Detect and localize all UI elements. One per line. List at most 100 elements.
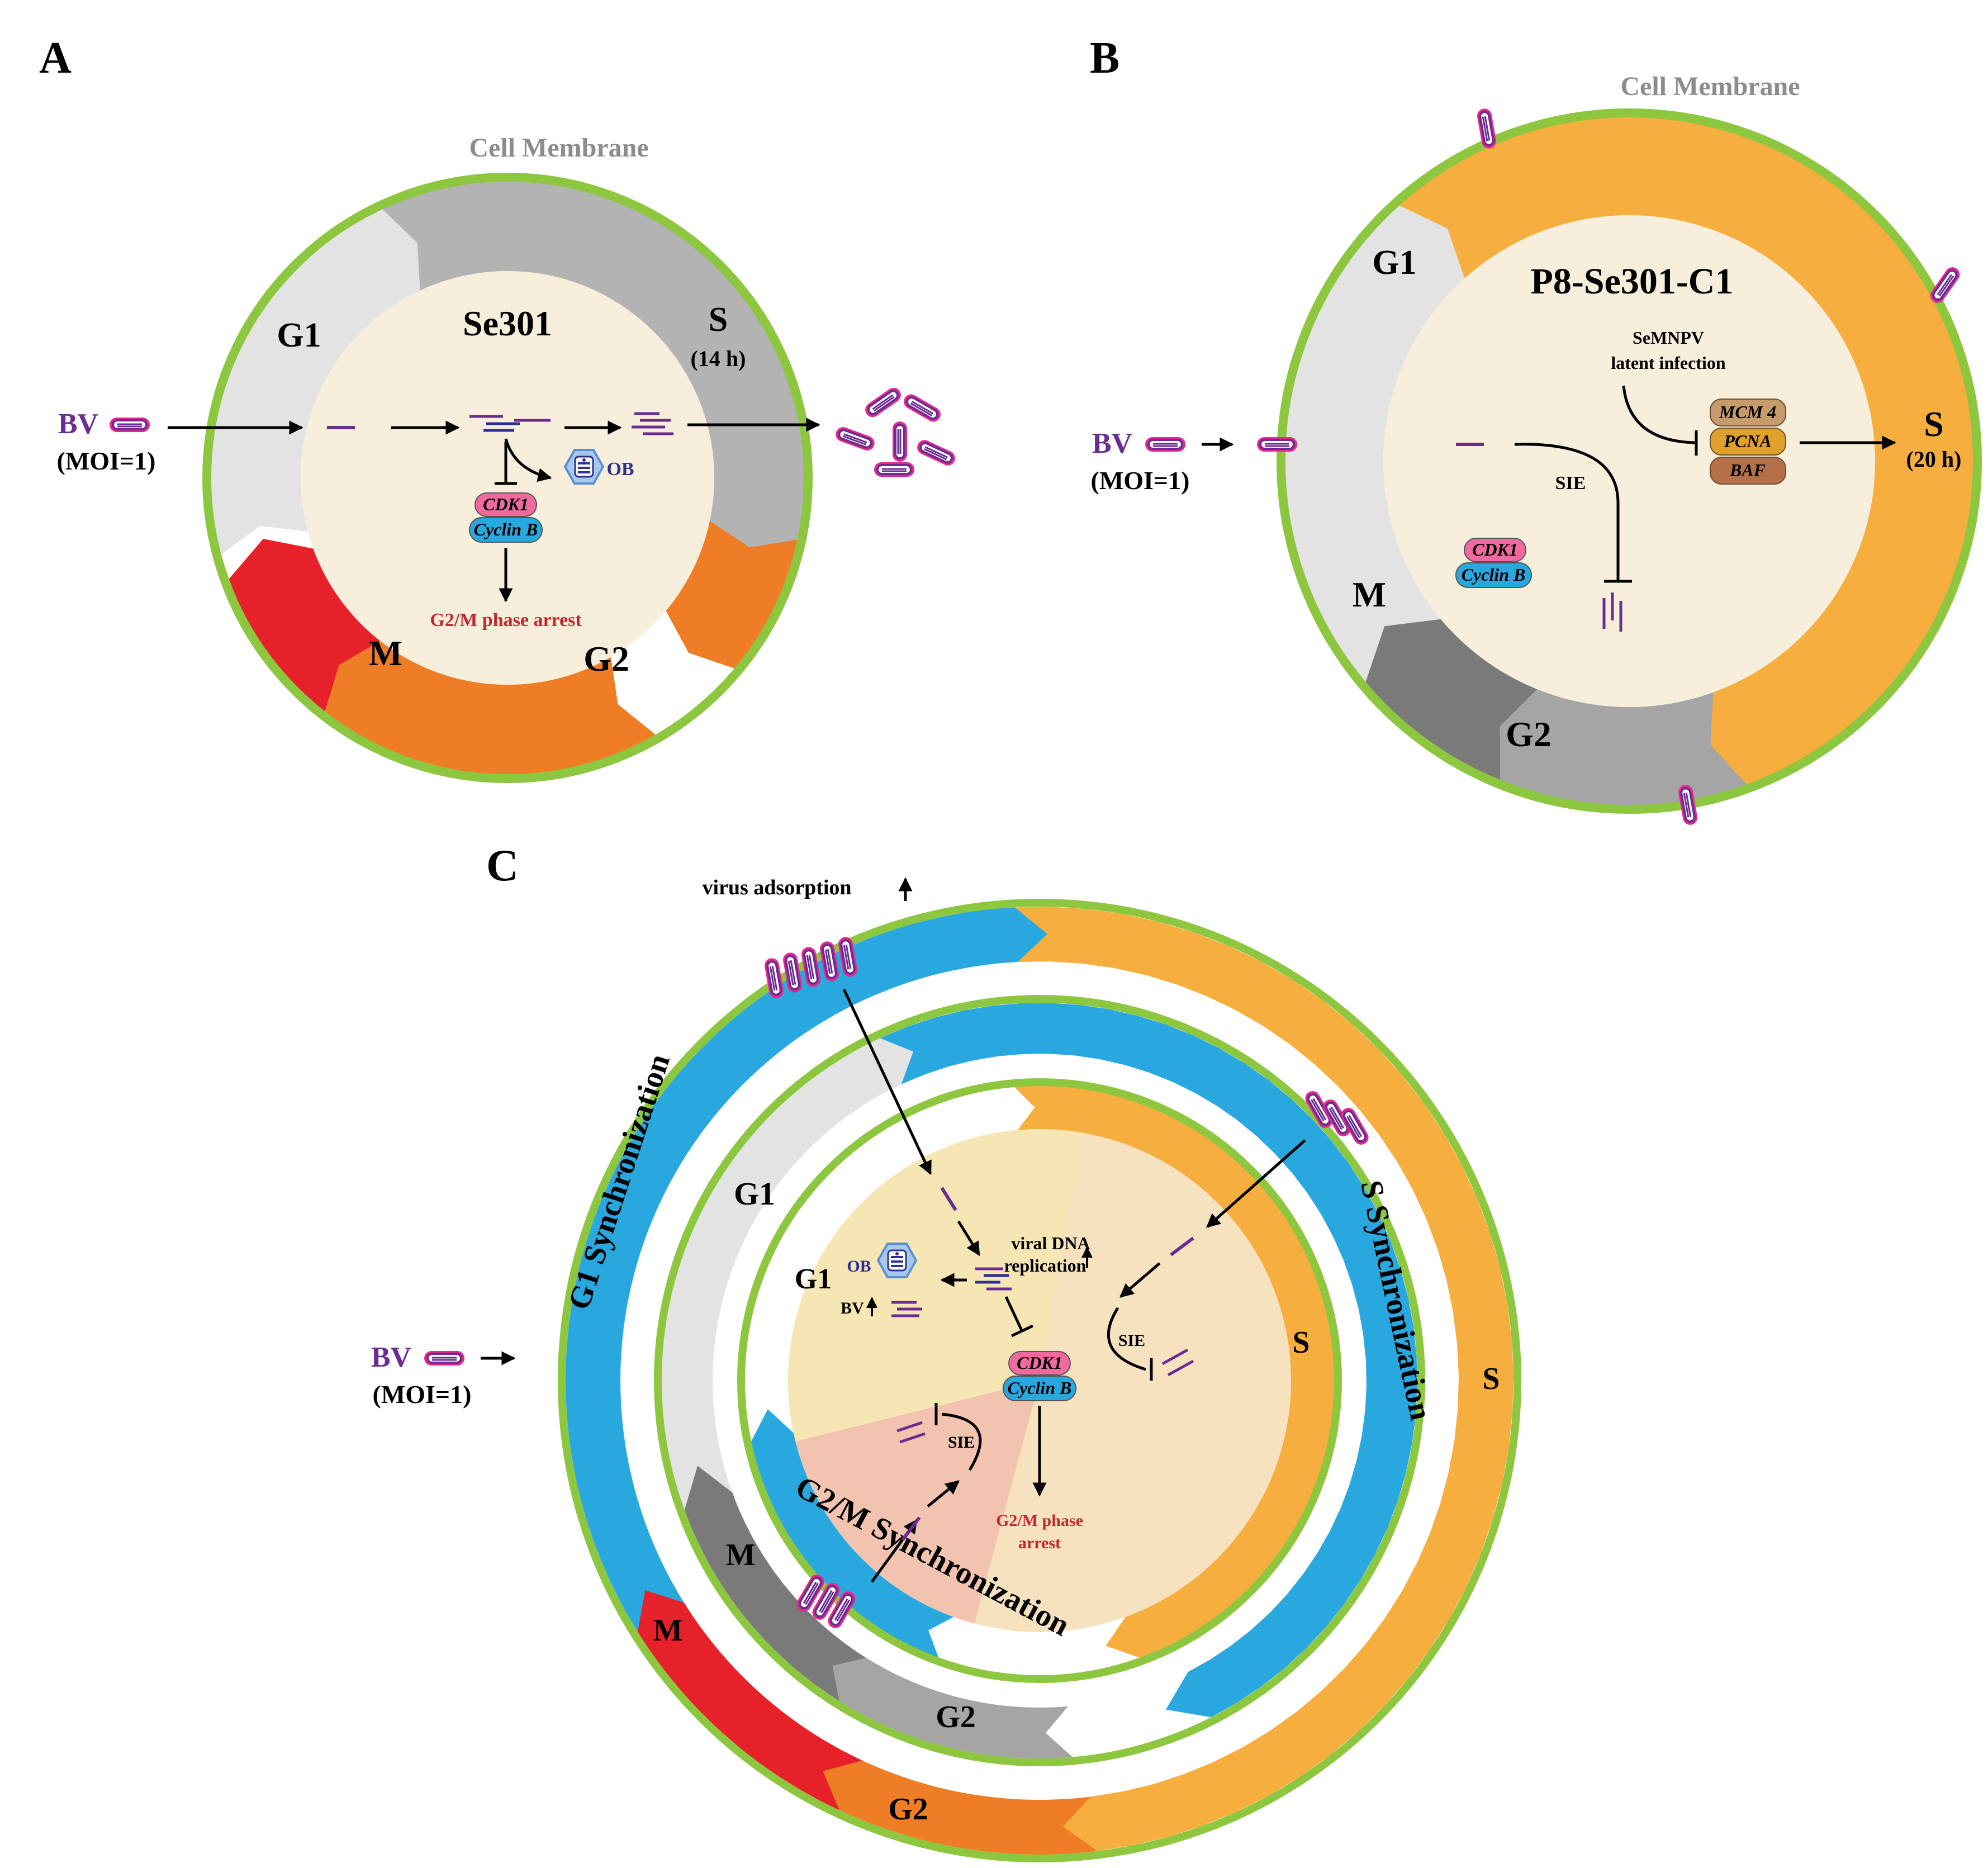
panel-b-pcna-label: PCNA bbox=[1723, 431, 1771, 451]
panel-c-outer-g2-segment bbox=[809, 1760, 1098, 1855]
panel-a-g2-segment bbox=[666, 520, 798, 669]
panel-a-ob-label: OB bbox=[606, 459, 634, 480]
panel-c-g2m-region bbox=[795, 1381, 1040, 1624]
panel-a-g1-segment bbox=[211, 208, 426, 555]
panel-c-outer-s-segment bbox=[1014, 907, 1513, 1851]
panel-b-latent-line2: latent infection bbox=[1611, 353, 1726, 373]
panel-a-moi-label: (MOI=1) bbox=[57, 447, 156, 475]
panel-a-cdk1-badge bbox=[475, 492, 537, 517]
panel-c-middle-m-segment bbox=[684, 1466, 866, 1701]
panel-c-inner-s-segment bbox=[1014, 1085, 1335, 1658]
panel-b-cell-name: P8-Se301-C1 bbox=[1531, 261, 1734, 302]
panel-c-superinfecting-genome-right bbox=[1161, 1348, 1194, 1377]
panel-b-cdk1-label: CDK1 bbox=[1472, 539, 1518, 560]
panel-a-g2-segment-3 bbox=[325, 641, 507, 775]
panel-b-latent-line1: SeMNPV bbox=[1633, 328, 1704, 348]
panel-b-superinfecting-genome bbox=[1602, 592, 1622, 632]
released-virus-icon bbox=[873, 461, 915, 478]
panel-c-outer-gap bbox=[621, 962, 1458, 1799]
released-virus-icon bbox=[861, 383, 905, 421]
panel-b-letter: B bbox=[1090, 34, 1119, 83]
panel-c-arrow-bottom-2 bbox=[927, 1480, 960, 1507]
panel-c-cyclinb-badge bbox=[1003, 1376, 1076, 1401]
panel-a-ob-icon bbox=[564, 449, 604, 485]
panel-b-membrane-label: Cell Membrane bbox=[1620, 72, 1800, 101]
panel-a-membrane bbox=[202, 173, 813, 783]
panel-b-mcm4-label: MCM 4 bbox=[1719, 402, 1776, 422]
membrane-virus-icon bbox=[1256, 436, 1298, 453]
panel-c-cyclinb-label: Cyclin B bbox=[1008, 1378, 1072, 1398]
panel-a-cell bbox=[202, 173, 813, 783]
panel-c-outer-m-segment bbox=[637, 1576, 862, 1810]
panel-a-cyclinb-badge bbox=[469, 517, 543, 543]
panel-c-entry-arrow-top bbox=[842, 988, 932, 1175]
panel-c-arrest-line1: G2/M phase bbox=[996, 1511, 1083, 1530]
panel-c-outer-g1-segment bbox=[566, 1144, 684, 1632]
panel-c-middle-g2-segment bbox=[822, 1658, 1073, 1758]
panel-c-arrow-right-2 bbox=[1119, 1262, 1161, 1298]
panel-c-cdk1-badge bbox=[1008, 1351, 1071, 1376]
panel-c-adsorption-label: virus adsorption bbox=[702, 876, 851, 899]
panel-a-progeny-dna bbox=[632, 412, 673, 435]
panel-a-bv-label: BV bbox=[58, 408, 98, 440]
panel-b-s-segment bbox=[1398, 117, 1973, 785]
panel-c-inhibit-bar bbox=[1010, 1324, 1034, 1338]
panel-a: A Cell Membrane Se301 G1 S (14 h) G2 M B… bbox=[39, 34, 959, 783]
released-virus-icon bbox=[891, 420, 908, 463]
panel-c-middle-membrane bbox=[654, 995, 1425, 1766]
panel-c-letter: C bbox=[486, 841, 519, 890]
panel-c-middle-g1: G1 bbox=[734, 1175, 775, 1212]
panel-c-ob-label: OB bbox=[847, 1257, 871, 1276]
panel-c-inner-g1: G1 bbox=[795, 1263, 832, 1295]
released-virus-icon bbox=[832, 424, 878, 454]
panel-b-mcm4-badge bbox=[1710, 399, 1786, 426]
panel-c-ob-icon bbox=[877, 1243, 917, 1278]
panel-a-phase-s-time: (14 h) bbox=[691, 346, 746, 371]
panel-c-bv-up-label: BV bbox=[841, 1299, 864, 1317]
panel-c-inner-g2m-sync-segment bbox=[751, 1409, 954, 1658]
panel-b-sie-line bbox=[1514, 443, 1620, 581]
panel-b-cyclinb-label: Cyclin B bbox=[1462, 565, 1526, 585]
panel-c-middle-g2: G2 bbox=[936, 1700, 976, 1734]
panel-b-phase-m: M bbox=[1353, 575, 1386, 614]
panel-b-latent-inhibit-line bbox=[1622, 385, 1697, 444]
panel-b-cyclinb-badge bbox=[1455, 562, 1532, 588]
panel-c-progeny-dna bbox=[891, 1301, 922, 1317]
panel-b-baf-badge bbox=[1710, 457, 1786, 485]
panel-a-phase-m: M bbox=[369, 633, 402, 673]
panel-b-g1-segment bbox=[1285, 205, 1465, 692]
panel-c-superinfecting-genome-left bbox=[896, 1421, 926, 1444]
panel-c-arrest-line2: arrest bbox=[1018, 1534, 1061, 1552]
panel-a-g2-segment-2 bbox=[481, 657, 656, 775]
panel-a-phase-g2: G2 bbox=[583, 639, 629, 679]
panel-c-sie-right-line bbox=[1107, 1307, 1146, 1371]
released-virus-icon bbox=[900, 390, 945, 426]
panel-a-released-virions bbox=[832, 383, 959, 478]
panel-c-inner-s: S bbox=[1292, 1325, 1309, 1360]
panel-c-inner-membrane bbox=[737, 1078, 1342, 1683]
panel-a-cytoplasm bbox=[301, 271, 714, 685]
panel-b-bv-label: BV bbox=[1092, 428, 1132, 459]
panel-a-phase-g1: G1 bbox=[277, 316, 321, 354]
panel-c: C virus adsorption BV (MOI=1) G1 M bbox=[371, 841, 1521, 1862]
panel-a-cdk1-label: CDK1 bbox=[483, 494, 529, 514]
panel-c-outer-s: S bbox=[1482, 1362, 1500, 1396]
panel-c-sie-left-label: SIE bbox=[948, 1433, 975, 1452]
panel-c-moi-label: (MOI=1) bbox=[373, 1380, 472, 1409]
panel-c-bv-label: BV bbox=[371, 1341, 411, 1373]
panel-a-ob-arrow bbox=[504, 438, 552, 482]
panel-b-phase-g1: G1 bbox=[1372, 244, 1416, 282]
panel-c-sie-left-line bbox=[941, 1412, 982, 1471]
panel-a-phase-s: S bbox=[709, 301, 728, 339]
panel-c-arrow-to-replication bbox=[957, 1220, 981, 1257]
panel-c-bv-virus-icon bbox=[423, 1350, 466, 1367]
panel-b-phase-s: S bbox=[1924, 404, 1944, 444]
panel-a-bv-virus-icon bbox=[108, 416, 151, 433]
panel-a-membrane-label: Cell Membrane bbox=[469, 133, 648, 163]
panel-b-bv-virus-icon bbox=[1144, 436, 1187, 453]
panel-c-middle-g1-segment bbox=[662, 1038, 925, 1523]
panel-b: B Cell Membrane P8-Se301-C1 G1 S (20 h) … bbox=[1090, 34, 1982, 827]
panel-a-s-segment bbox=[382, 181, 804, 556]
panel-c-replicating-dna bbox=[975, 1267, 1012, 1291]
